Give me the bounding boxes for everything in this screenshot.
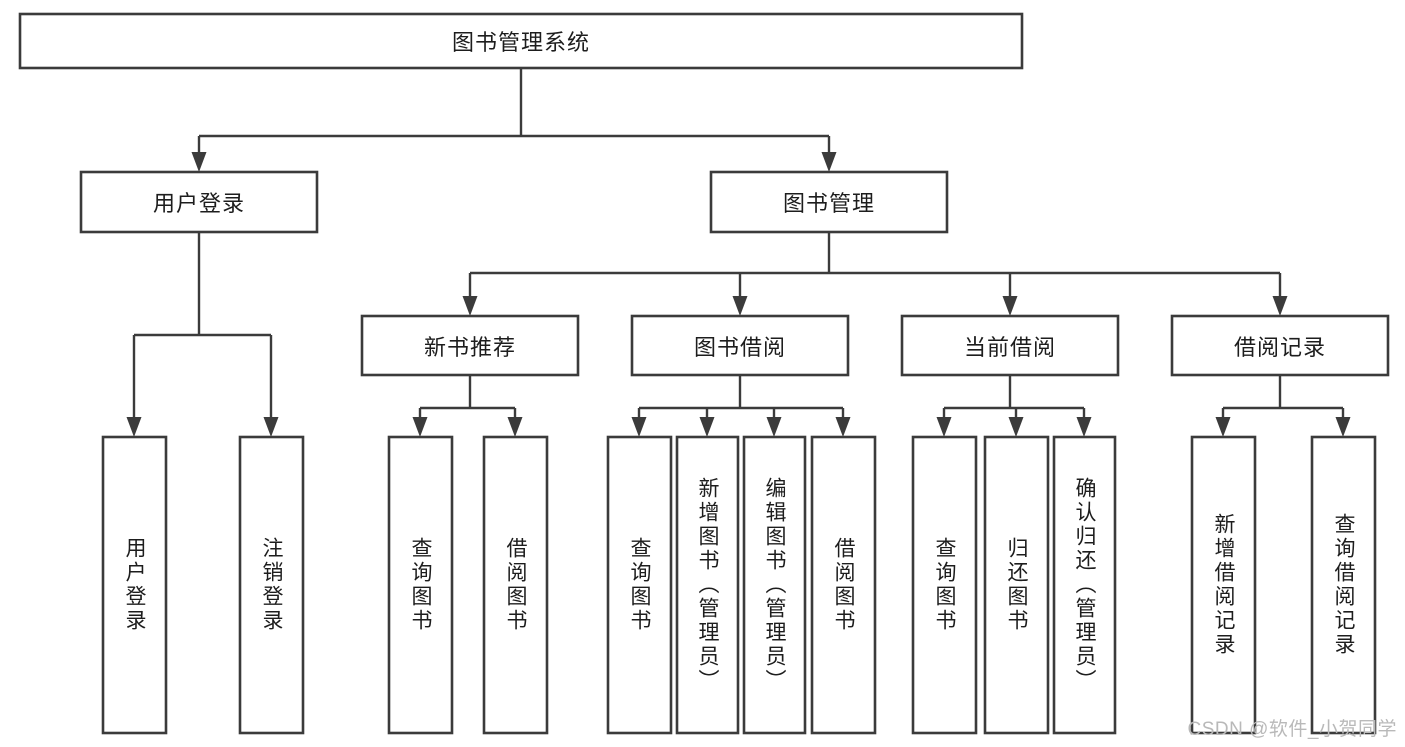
node-box-leaf-query-borrow-record[interactable] (1310, 435, 1377, 735)
arrow-head-record-drop-1 (1215, 417, 1231, 437)
arrow-head-bookmgmt-drop-3 (1002, 296, 1018, 316)
node-box-leaf-query-book-recommend[interactable] (387, 435, 454, 735)
node-box-borrow-record[interactable] (1170, 314, 1390, 377)
node-box-user-login[interactable] (79, 170, 319, 234)
node-box-leaf-query-book-current[interactable] (911, 435, 978, 735)
arrow-head-borrow-drop-3 (766, 417, 782, 437)
arrow-head-bookmgmt-drop-2 (732, 296, 748, 316)
arrow-head-bookmgmt-drop-4 (1272, 296, 1288, 316)
node-box-leaf-edit-book-admin[interactable] (742, 435, 807, 735)
node-box-book-management[interactable] (709, 170, 949, 234)
arrow-head-current-drop-2 (1008, 417, 1024, 437)
arrow-head-borrow-drop-4 (835, 417, 851, 437)
arrow-head-record-drop-2 (1335, 417, 1351, 437)
arrow-head-current-drop-1 (936, 417, 952, 437)
connectors-layer (126, 68, 1351, 437)
node-box-current-borrow[interactable] (900, 314, 1120, 377)
arrow-head-bookmgmt-drop-1 (462, 296, 478, 316)
arrow-head-current-drop-3 (1076, 417, 1092, 437)
node-box-root[interactable] (18, 12, 1024, 70)
node-box-leaf-confirm-return-admin[interactable] (1052, 435, 1117, 735)
node-box-leaf-add-book-admin[interactable] (675, 435, 740, 735)
node-box-leaf-logout-login[interactable] (238, 435, 305, 735)
node-box-leaf-return-book[interactable] (983, 435, 1050, 735)
node-box-leaf-add-borrow-record[interactable] (1190, 435, 1257, 735)
arrow-head-userlogin-drop-1 (126, 417, 142, 437)
arrow-head-root-drop-user-login (191, 152, 207, 172)
boxes-layer (18, 12, 1390, 735)
arrow-head-borrow-drop-2 (699, 417, 715, 437)
node-box-leaf-query-book-borrow[interactable] (606, 435, 673, 735)
node-box-leaf-user-login[interactable] (101, 435, 168, 735)
arrow-head-root-drop-book-mgmt (821, 152, 837, 172)
node-box-new-book-recommend[interactable] (360, 314, 580, 377)
node-box-book-borrow[interactable] (630, 314, 850, 377)
node-box-leaf-borrow-book[interactable] (810, 435, 877, 735)
node-box-leaf-borrow-book-recommend[interactable] (482, 435, 549, 735)
arrow-head-userlogin-drop-2 (263, 417, 279, 437)
arrow-head-recommend-drop-1 (412, 417, 428, 437)
arrow-head-recommend-drop-2 (507, 417, 523, 437)
arrow-head-borrow-drop-1 (631, 417, 647, 437)
